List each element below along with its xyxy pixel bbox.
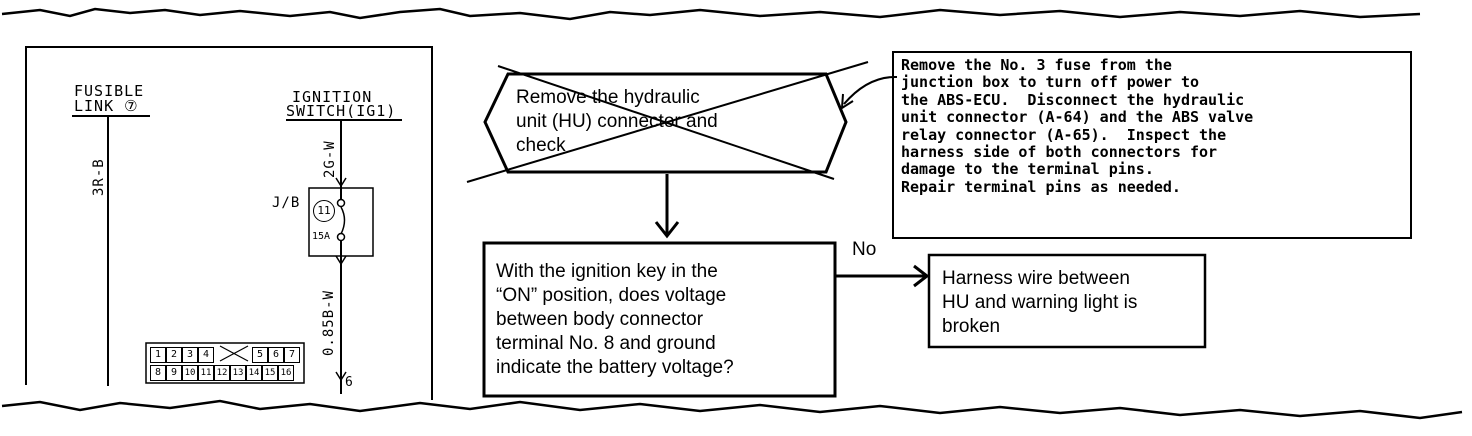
note-box <box>892 51 1412 239</box>
question-text: With the ignition key in the “ON” positi… <box>496 261 734 378</box>
junction-block-label: J/B <box>272 195 301 211</box>
connector-outline <box>145 342 305 384</box>
connector-pin: 12 <box>214 365 230 381</box>
connector-pin: 11 <box>198 365 214 381</box>
fusible-link-number: LINK ⑦ <box>74 97 139 115</box>
connector-pin: 6 <box>268 347 284 363</box>
connector-pin: 13 <box>230 365 246 381</box>
connector-pin: 3 <box>182 347 198 363</box>
ignition-switch-label: IGNITION <box>292 88 373 106</box>
bottom-torn-edge <box>1 399 1463 420</box>
result-box-shape <box>927 253 1207 349</box>
connector-pin: 2 <box>166 347 182 363</box>
connector-pin: 4 <box>198 347 214 363</box>
top-torn-edge <box>1 7 1421 21</box>
connector-pin: 10 <box>182 365 198 381</box>
connector-pin: 1 <box>150 347 166 363</box>
wire-label-fusible: 3R-B <box>91 158 107 196</box>
crossed-step-text: Remove the hydraulic unit (HU) connector… <box>516 87 718 156</box>
note-pointer-arrow <box>843 75 898 105</box>
note-text: Remove the No. 3 fuse from the junction … <box>901 56 1254 196</box>
fuse-number-badge: 11 <box>313 200 335 222</box>
wire-label-lower: 0.85B-W <box>321 289 337 356</box>
connector-pin: 8 <box>150 365 166 381</box>
fuse-rating: 15A <box>312 231 331 242</box>
connector-pin: 16 <box>278 365 294 381</box>
no-label: No <box>852 239 877 260</box>
question-box-shape <box>482 241 837 398</box>
result-text: Harness wire between HU and warning ligh… <box>942 268 1138 337</box>
connector-pin: 15 <box>262 365 278 381</box>
connector-pin: 7 <box>284 347 300 363</box>
wire-label-ignition: 2G-W <box>322 140 338 178</box>
connector-pin: 5 <box>252 347 268 363</box>
connector-pin: 14 <box>246 365 262 381</box>
wiring-frame <box>25 46 433 400</box>
ignition-switch-terminal: SWITCH(IG1) <box>286 102 397 120</box>
connector-pin: 9 <box>166 365 182 381</box>
fusible-link-label: FUSIBLE <box>74 82 145 100</box>
pin-label: 6 <box>345 375 353 390</box>
